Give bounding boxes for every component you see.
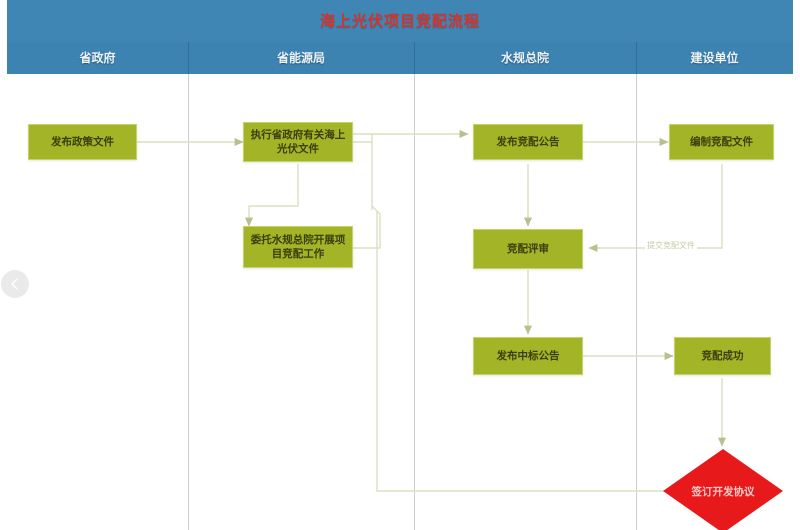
node-label: 委托水规总院开展项 目竞配工作	[250, 234, 346, 260]
node-entrust-institute-competition[interactable]: 委托水规总院开展项 目竞配工作	[243, 226, 353, 268]
edge-n5-n6	[588, 164, 723, 253]
lane-header-water-institute: 水规总院	[500, 51, 549, 65]
lane-divider-2	[414, 74, 415, 530]
node-label: 发布政策文件	[51, 136, 114, 148]
lane-header-right-margin	[793, 42, 800, 74]
canvas-body-right-margin	[793, 74, 800, 530]
canvas-right-margin	[793, 0, 800, 42]
node-execute-provincial-document[interactable]: 执行省政府有关海上 光伏文件	[243, 122, 353, 162]
node-competition-review[interactable]: 竞配评审	[473, 229, 583, 269]
page-title: 海上光伏项目竞配流程	[319, 12, 480, 30]
chevron-left-icon	[11, 278, 18, 290]
node-sign-development-agreement[interactable]: 签订开发协议	[663, 449, 783, 530]
canvas-left-margin	[0, 0, 7, 42]
lane-header-band	[0, 42, 800, 74]
title-band: 海上光伏项目竞配流程	[0, 0, 800, 43]
node-label: 竞配成功	[701, 350, 744, 362]
node-label: 编制竞配文件	[690, 136, 753, 148]
node-competition-success[interactable]: 竞配成功	[674, 337, 771, 375]
node-publish-winning-bid-notice[interactable]: 发布中标公告	[473, 337, 583, 375]
diagram-canvas: 发布政策文件 执行省政府有关海上 光伏文件 委托水规总院开展项 目竞配工作 发布…	[0, 74, 800, 530]
edge-n2-n3	[244, 164, 299, 227]
lane-header-divider-2	[414, 42, 415, 74]
connector-layer	[137, 129, 727, 496]
node-publish-policy-document[interactable]: 发布政策文件	[28, 124, 137, 160]
lane-header-left-margin	[0, 42, 7, 74]
lane-header-divider-3	[636, 42, 637, 74]
node-label: 发布竞配公告	[496, 136, 560, 148]
edge-label-submit-competition-documents: 提交竞配文件	[645, 240, 697, 251]
node-publish-competition-notice[interactable]: 发布竞配公告	[473, 124, 583, 160]
node-label: 发布中标公告	[496, 350, 560, 362]
lane-header-divider-1	[188, 42, 189, 74]
node-label: 执行省政府有关海上 光伏文件	[250, 129, 346, 155]
node-prepare-competition-documents[interactable]: 编制竞配文件	[669, 124, 774, 160]
lane-divider-1	[188, 74, 189, 530]
node-label: 签订开发协议	[691, 485, 755, 498]
lane-header-construction: 建设单位	[690, 51, 739, 65]
node-label: 竞配评审	[507, 243, 549, 255]
canvas-body-left-margin	[0, 74, 7, 530]
lane-divider-3	[636, 74, 637, 530]
lane-header-province-gov: 省政府	[79, 51, 116, 65]
carousel-prev-button[interactable]	[1, 270, 29, 298]
lane-header-energy-bureau: 省能源局	[276, 51, 325, 65]
edge-n3-riser	[352, 205, 381, 249]
edge-riser-to-decision	[376, 212, 701, 496]
